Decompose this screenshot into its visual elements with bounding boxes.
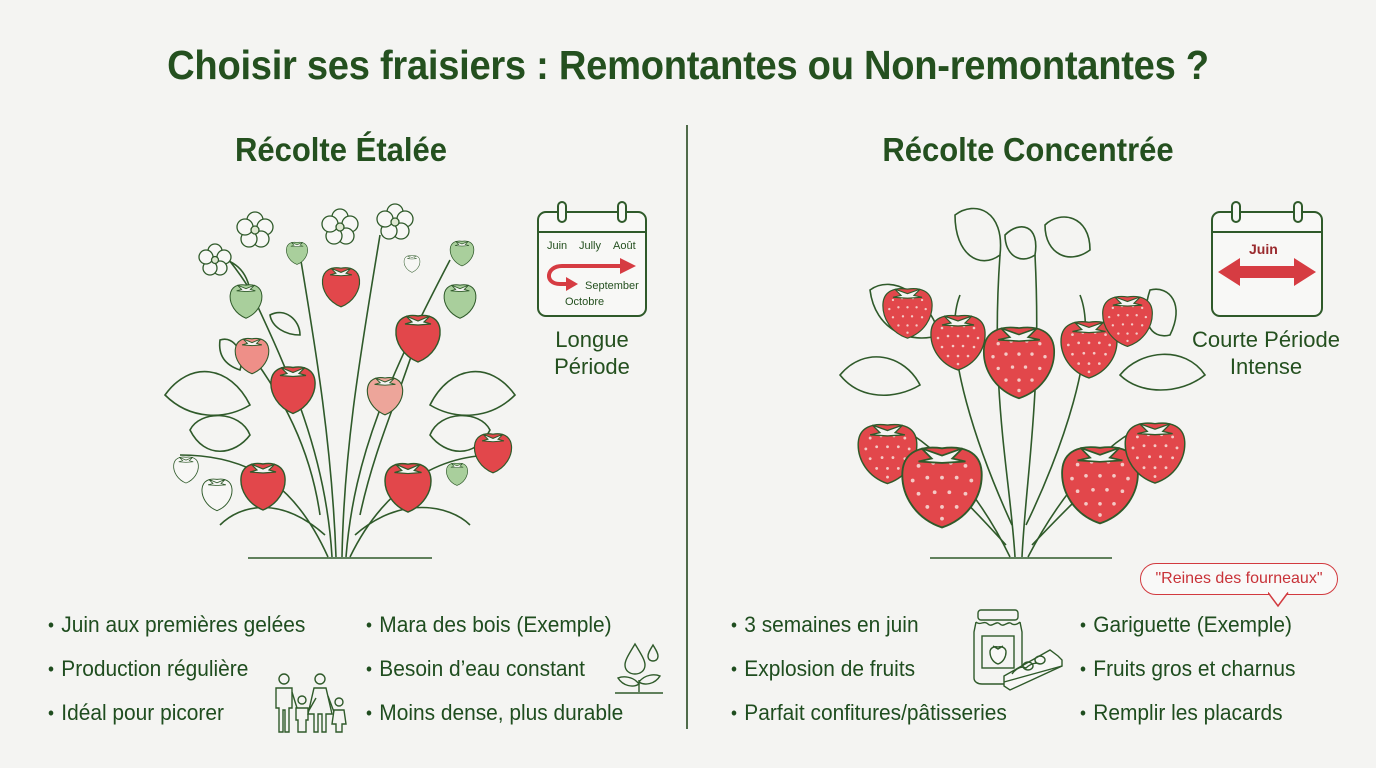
list-item: • Mara des bois (Exemple): [366, 603, 623, 647]
calendar-month-september: September: [585, 280, 639, 292]
bullet-dot: •: [1080, 703, 1086, 723]
caption-line: Longue: [555, 327, 629, 352]
bullet-dot: •: [731, 703, 737, 723]
bullet-text: Gariguette (Exemple): [1093, 612, 1292, 637]
list-item: • Explosion de fruits: [731, 647, 1007, 691]
left-bullets-col2: • Mara des bois (Exemple) • Besoin d’eau c…: [366, 603, 637, 735]
list-item: • Gariguette (Exemple): [1080, 603, 1295, 647]
family-icon: [275, 673, 347, 733]
bullet-text: Juin aux premières gelées: [61, 612, 306, 637]
caption-line: Intense: [1229, 354, 1303, 379]
left-calendar-caption: Longue Période: [520, 326, 664, 380]
calendar-long-period-icon: [537, 201, 647, 317]
caption-line: Période: [554, 354, 630, 379]
list-item: • Besoin d’eau constant: [366, 647, 623, 691]
bullet-text: Parfait confitures/pâtisseries: [744, 700, 1007, 725]
strawberry-plant-dense-icon: [838, 207, 1207, 559]
bullet-dot: •: [48, 659, 54, 679]
bullet-dot: •: [366, 615, 372, 635]
bullet-dot: •: [48, 615, 54, 635]
list-item: • Juin aux premières gelées: [48, 603, 305, 647]
calendar-month-october: Octobre: [565, 296, 605, 308]
list-item: • 3 semaines en juin: [731, 603, 1007, 647]
calendar-month-july: Jully: [579, 240, 602, 252]
center-divider: [686, 125, 688, 729]
right-bullets-col2: • Gariguette (Exemple) • Fruits gros et ch…: [1080, 603, 1307, 735]
list-item: • Remplir les placards: [1080, 691, 1295, 735]
bullet-dot: •: [1080, 659, 1086, 679]
left-bullets-col1: • Juin aux premières gelées • Production r…: [48, 603, 319, 735]
list-item: • Parfait confitures/pâtisseries: [731, 691, 1007, 735]
bullet-dot: •: [1080, 615, 1086, 635]
speech-bubble-tail: [1268, 592, 1289, 608]
page-title: Choisir ses fraisiers : Remontantes ou N…: [167, 42, 1209, 88]
calendar-month-august: Août: [613, 240, 636, 252]
caption-line: Courte Période: [1192, 327, 1340, 352]
bullet-text: Besoin d’eau constant: [379, 656, 585, 681]
bullet-text: Explosion de fruits: [744, 656, 916, 681]
left-section-heading: Récolte Étalée: [234, 131, 448, 168]
right-bullets-col1: • 3 semaines en juin • Explosion de fruits…: [731, 603, 1021, 735]
right-section-heading: Récolte Concentrée: [882, 131, 1174, 168]
bullet-dot: •: [731, 659, 737, 679]
speech-bubble: "Reines des fourneaux": [1140, 563, 1338, 595]
bullet-text: Mara des bois (Exemple): [379, 612, 612, 637]
list-item: • Fruits gros et charnus: [1080, 647, 1295, 691]
calendar-month-june: Juin: [547, 240, 568, 252]
right-calendar-caption: Courte Période Intense: [1176, 326, 1356, 380]
bullet-dot: •: [48, 703, 54, 723]
bullet-dot: •: [366, 703, 372, 723]
bullet-text: Fruits gros et charnus: [1093, 656, 1296, 681]
jam-jar-pie-icon: [973, 609, 1063, 691]
list-item: • Moins dense, plus durable: [366, 691, 623, 735]
bullet-text: Production régulière: [61, 656, 249, 681]
bullet-text: Idéal pour picorer: [61, 700, 224, 725]
strawberry-plant-spread-icon: [163, 203, 517, 559]
bullet-text: 3 semaines en juin: [744, 612, 919, 637]
calendar-month-june: Juin: [1249, 241, 1278, 257]
list-item: • Production régulière: [48, 647, 305, 691]
bullet-dot: •: [731, 615, 737, 635]
bullet-text: Moins dense, plus durable: [379, 700, 624, 725]
water-drop-sprout-icon: [615, 642, 663, 694]
bullet-text: Remplir les placards: [1093, 700, 1283, 725]
bullet-dot: •: [366, 659, 372, 679]
calendar-short-period-icon: [1211, 201, 1323, 317]
list-item: • Idéal pour picorer: [48, 691, 305, 735]
